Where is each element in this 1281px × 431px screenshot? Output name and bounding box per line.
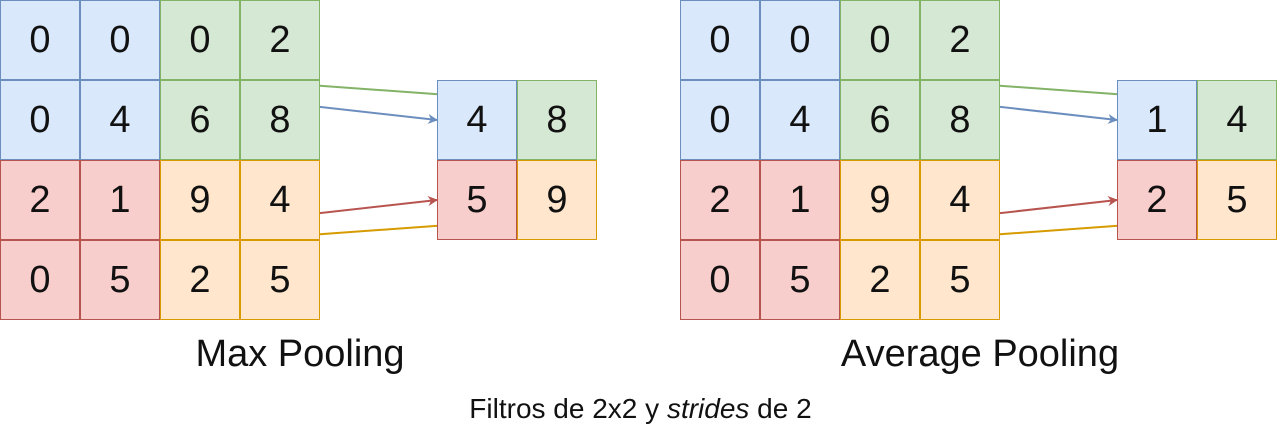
- caption-emphasis: strides: [666, 393, 750, 424]
- average-pooling-input-cell: 5: [760, 240, 840, 320]
- average-pooling-output-cell: 4: [1197, 80, 1277, 160]
- max-pooling-input-cell: 0: [80, 0, 160, 80]
- max-pooling-output-cell: 4: [437, 80, 517, 160]
- max-pooling-input-cell: 1: [80, 160, 160, 240]
- max-pooling-output-cell: 8: [517, 80, 597, 160]
- max-pooling-output-cell: 5: [437, 160, 517, 240]
- max-pooling-input-cell: 2: [240, 0, 320, 80]
- average-pooling-output-cell: 5: [1197, 160, 1277, 240]
- average-pooling-input-cell: 4: [760, 80, 840, 160]
- caption: Filtros de 2x2 y strides de 2: [0, 393, 1281, 425]
- average-pooling-input-cell: 8: [920, 80, 1000, 160]
- max-pooling-input-cell: 0: [160, 0, 240, 80]
- max-pooling-title: Max Pooling: [195, 333, 405, 375]
- average-pooling-input-cell: 0: [680, 240, 760, 320]
- max-pooling-input-cell: 0: [0, 240, 80, 320]
- caption-suffix: de 2: [749, 393, 812, 424]
- average-pooling-input-cell: 0: [760, 0, 840, 80]
- average-pooling-output-cell: 1: [1117, 80, 1197, 160]
- max-pooling-output-cell: 9: [517, 160, 597, 240]
- caption-prefix: Filtros de 2x2 y: [469, 393, 667, 424]
- max-pooling-input-cell: 4: [240, 160, 320, 240]
- average-pooling-input-cell: 2: [680, 160, 760, 240]
- average-pooling-input-cell: 0: [680, 80, 760, 160]
- average-pooling-input-cell: 4: [920, 160, 1000, 240]
- average-pooling-input-cell: 9: [840, 160, 920, 240]
- max-pooling-input-cell: 0: [0, 80, 80, 160]
- max-pooling-input-cell: 2: [0, 160, 80, 240]
- average-pooling-input-cell: 2: [840, 240, 920, 320]
- max-pooling-input-cell: 6: [160, 80, 240, 160]
- average-pooling-title: Average Pooling: [840, 333, 1120, 375]
- average-pooling-input-cell: 0: [840, 0, 920, 80]
- max-pooling-input-cell: 4: [80, 80, 160, 160]
- max-pooling-input-cell: 5: [240, 240, 320, 320]
- average-pooling-input-cell: 5: [920, 240, 1000, 320]
- max-pooling-input-cell: 5: [80, 240, 160, 320]
- average-pooling-input-cell: 0: [680, 0, 760, 80]
- average-pooling-input-cell: 2: [920, 0, 1000, 80]
- max-pooling-input-cell: 0: [0, 0, 80, 80]
- average-pooling-input-cell: 6: [840, 80, 920, 160]
- average-pooling-input-cell: 1: [760, 160, 840, 240]
- max-pooling-input-cell: 9: [160, 160, 240, 240]
- average-pooling-output-cell: 2: [1117, 160, 1197, 240]
- max-pooling-input-cell: 2: [160, 240, 240, 320]
- max-pooling-input-cell: 8: [240, 80, 320, 160]
